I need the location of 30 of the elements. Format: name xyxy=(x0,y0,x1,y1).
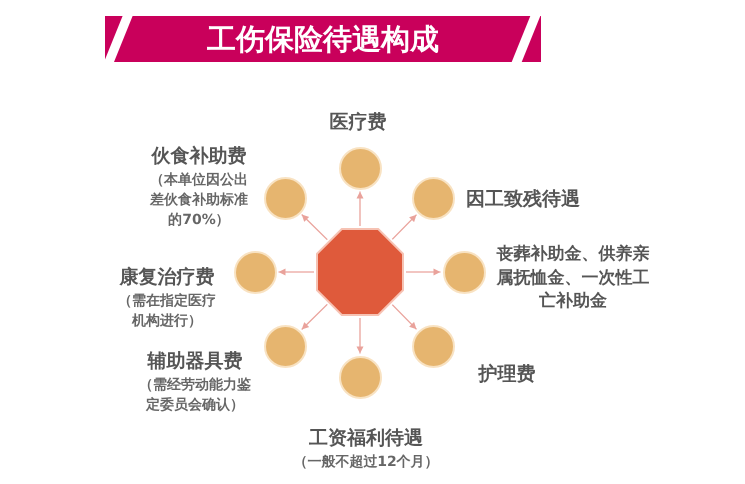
category-label: 工资福利待遇 xyxy=(309,427,423,449)
arrow xyxy=(278,268,314,276)
arrow xyxy=(301,214,328,240)
circle-node xyxy=(338,356,382,398)
arrow xyxy=(392,214,417,240)
category-label: 伙食补助费 xyxy=(152,145,246,167)
title-text: 工伤保险待遇构成 xyxy=(207,22,439,56)
circle-node xyxy=(264,176,306,220)
circle-node xyxy=(264,324,306,368)
circle-node xyxy=(412,176,454,220)
arrow xyxy=(356,318,364,354)
category-label: 医疗费 xyxy=(330,111,386,133)
note-text: （本单位因公出差伙食补助标准的70%） xyxy=(148,171,249,230)
note-text: （需经劳动能力鉴定委员会确认） xyxy=(138,376,252,415)
circle-node xyxy=(412,324,454,368)
arrow xyxy=(356,192,364,226)
circle-node xyxy=(338,146,382,190)
arrow xyxy=(301,304,328,330)
category-label: 护理费 xyxy=(478,363,536,385)
category-label: 因工致残待遇 xyxy=(466,188,580,210)
arrow xyxy=(392,304,417,330)
category-label: 丧葬补助金、供养亲属抚恤金、一次性工亡补助金 xyxy=(495,243,650,313)
arrow xyxy=(406,268,440,276)
octagon-node xyxy=(316,228,404,316)
circle-node xyxy=(234,250,276,294)
category-label: 辅助器具费 xyxy=(148,350,242,372)
circle-node xyxy=(442,250,486,294)
category-label: 康复治疗费 xyxy=(120,266,214,288)
note-text: （一般不超过12个月） xyxy=(293,453,439,472)
note-text: （需在指定医疗机构进行） xyxy=(117,292,217,331)
